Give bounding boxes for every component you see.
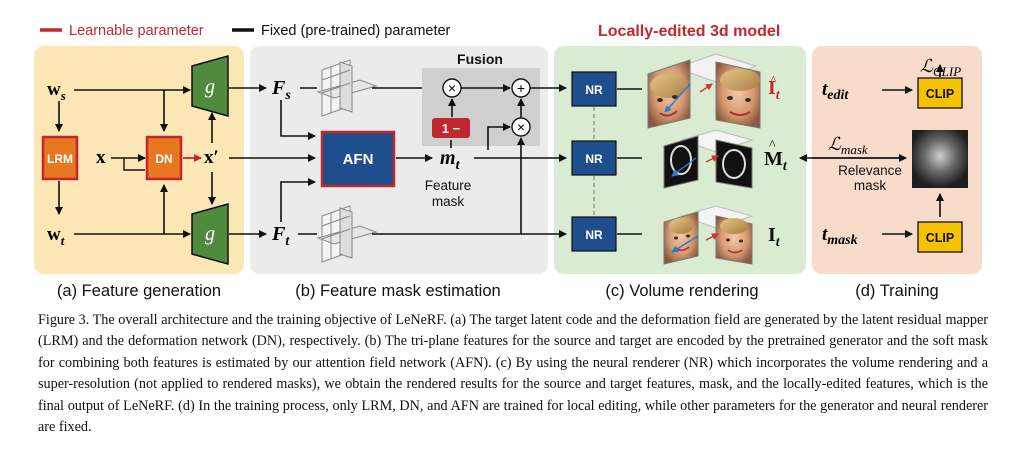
multiply-mid-node	[511, 117, 531, 137]
nr-label-mid: NR	[585, 152, 603, 166]
generator-top-block	[191, 55, 229, 117]
t-mask-symbol: tmask	[822, 224, 858, 248]
dn-block	[145, 135, 183, 181]
mt-to-mult-mid-arrow	[487, 123, 511, 150]
architecture-diagram: Learnable parameter Fixed (pre-trained) …	[34, 23, 982, 300]
triplane-source-icon	[316, 59, 378, 117]
fusion-title: Fusion	[457, 51, 503, 67]
xprime-symbol: x′	[204, 147, 219, 168]
nr-label-bottom: NR	[585, 228, 603, 242]
relevance-mask-label-line2: mask	[854, 178, 887, 193]
t-edit-symbol: tedit	[822, 79, 849, 103]
title-locally-edited: Locally-edited 3d model	[598, 23, 780, 40]
relevance-mask-image	[912, 130, 968, 188]
panel-d: tedit CLIP ℒCLIP ℒmask Relevance mask tm…	[799, 56, 968, 300]
afn-block	[320, 130, 396, 188]
generator-bottom-block	[191, 203, 229, 265]
x-branch-line	[123, 158, 145, 171]
one-minus-label: 1 −	[442, 121, 461, 136]
l-clip-symbol: ℒCLIP	[920, 56, 961, 79]
mt-symbol: mt	[440, 147, 461, 173]
multiply-mid-symbol: ×	[517, 119, 525, 135]
it-hat-symbol: It	[768, 77, 781, 103]
panel-c-label: (c) Volume rendering	[605, 282, 758, 300]
feature-mask-label-line1: Feature	[425, 178, 472, 193]
clip-label-bottom: CLIP	[926, 231, 954, 245]
output-labels: It ^ Mt ^ It	[764, 74, 788, 250]
rendered-edited-cube	[647, 53, 761, 129]
clip-label-top: CLIP	[926, 87, 954, 101]
ws-symbol: ws	[47, 79, 66, 103]
nr-label-top: NR	[585, 83, 603, 97]
x-symbol: x	[96, 147, 106, 168]
multiply-top-symbol: ×	[448, 80, 456, 96]
panel-a: ws LRM wt x DN x′ g g (a) Feature genera…	[41, 55, 267, 300]
rendered-mask-cube	[663, 129, 754, 189]
diagram-canvas: Learnable parameter Fixed (pre-trained) …	[34, 23, 982, 300]
it-symbol: It	[768, 224, 781, 250]
one-minus-block	[432, 118, 470, 138]
dn-label: DN	[155, 152, 172, 166]
relevance-mask-label-line1: Relevance	[838, 163, 902, 178]
clip-block-bottom	[917, 221, 963, 253]
fs-symbol: Fs	[271, 77, 291, 103]
panel-b-label: (b) Feature mask estimation	[295, 282, 500, 300]
ft-to-afn-arrow	[280, 178, 316, 222]
panel-c: NR NR NR	[571, 53, 761, 300]
panel-d-label: (d) Training	[855, 282, 938, 300]
generator-top-label: g	[205, 76, 215, 98]
lrm-block	[41, 135, 79, 181]
mt-hat-accent: ^	[769, 138, 776, 153]
nr-block-mid	[571, 140, 617, 176]
generator-bottom-label: g	[205, 223, 215, 245]
mt-hat-symbol: Mt	[764, 148, 788, 174]
clip-block-top	[917, 77, 963, 109]
afn-label: AFN	[343, 151, 374, 168]
nr-block-top	[571, 71, 617, 107]
rendered-target-cube	[663, 205, 754, 265]
wt-symbol: wt	[47, 224, 65, 248]
legend-learnable-label: Learnable parameter	[69, 23, 204, 39]
panel-a-label: (a) Feature generation	[57, 282, 221, 300]
add-symbol: +	[517, 80, 525, 96]
fs-to-afn-arrow	[280, 100, 316, 140]
legend: Learnable parameter Fixed (pre-trained) …	[40, 23, 451, 39]
nr-block-bottom	[571, 216, 617, 252]
l-mask-symbol: ℒmask	[828, 134, 868, 157]
ft-symbol: Ft	[271, 223, 290, 249]
lrm-label: LRM	[47, 152, 73, 166]
figure-caption: Figure 3. The overall architecture and t…	[38, 312, 988, 436]
triplane-target-icon	[316, 205, 378, 263]
feature-mask-label-line2: mask	[432, 194, 465, 209]
it-hat-accent: ^	[770, 74, 777, 89]
panel-b: Fs Ft AFN mt Feature mask	[229, 51, 567, 300]
legend-fixed-label: Fixed (pre-trained) parameter	[261, 23, 451, 39]
